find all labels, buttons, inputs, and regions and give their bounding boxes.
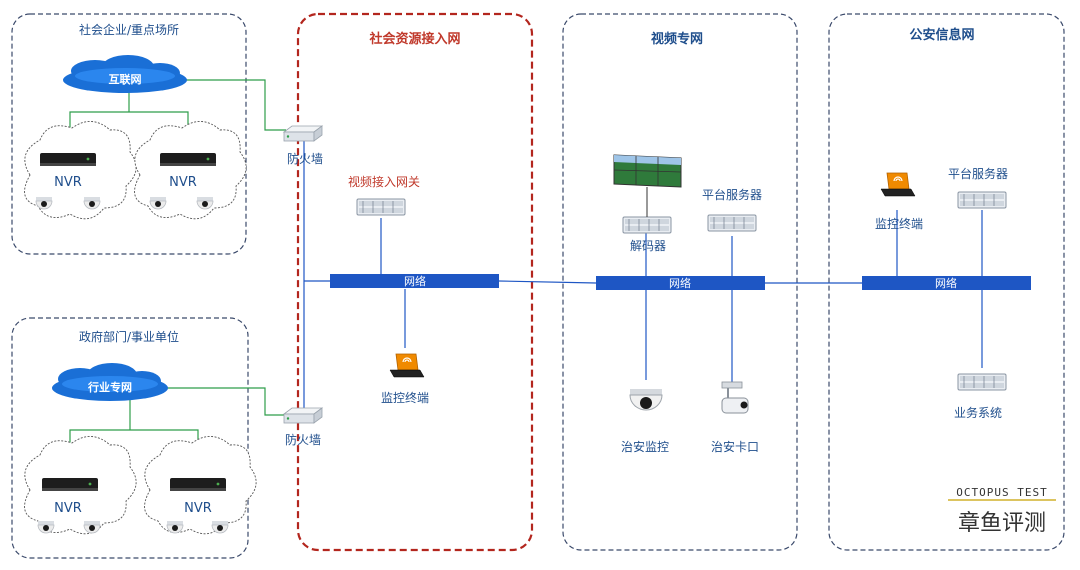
bullet-camera-icon bbox=[721, 381, 749, 414]
dome-camera-icon bbox=[83, 196, 101, 210]
link-internet-firewall bbox=[150, 79, 286, 131]
nvr-label-3: NVR bbox=[54, 501, 82, 516]
laptop-icon bbox=[389, 353, 425, 378]
dome-camera-icon bbox=[83, 520, 101, 534]
zone-government bbox=[11, 317, 249, 559]
firewall-top-label: 防火墙 bbox=[287, 151, 323, 166]
dome-camera-icon bbox=[629, 389, 663, 411]
nvr-cloud-2 bbox=[134, 121, 247, 220]
cloud-internet-label: 互联网 bbox=[109, 72, 142, 86]
watermark-cn: 章鱼评测 bbox=[958, 511, 1046, 536]
decoder-label: 解码器 bbox=[630, 239, 666, 253]
zone-video-title: 视频专网 bbox=[651, 31, 703, 47]
nvr-icon bbox=[40, 153, 96, 166]
firewall-icon bbox=[283, 125, 323, 142]
security-camera-label: 治安监控 bbox=[621, 439, 669, 454]
dome-camera-icon bbox=[35, 196, 53, 210]
checkpoint-camera-label: 治安卡口 bbox=[711, 439, 759, 454]
cloud-industry-label: 行业专网 bbox=[87, 380, 132, 394]
nvr-cloud-1 bbox=[24, 121, 137, 220]
network-bar-social bbox=[330, 274, 499, 288]
laptop-icon bbox=[880, 172, 916, 197]
monitor-terminal-police-label: 监控终端 bbox=[875, 216, 923, 231]
zone-police bbox=[828, 13, 1065, 551]
decoder-icon bbox=[622, 216, 672, 234]
zone-enterprise-title: 社会企业/重点场所 bbox=[79, 22, 179, 37]
nvr-label-1: NVR bbox=[54, 175, 82, 190]
network-police-label: 网络 bbox=[935, 276, 957, 290]
link-industry-firewall bbox=[147, 387, 286, 416]
zone-video bbox=[562, 13, 798, 551]
dome-camera-icon bbox=[196, 196, 214, 210]
blue-links bbox=[303, 140, 983, 410]
server-icon bbox=[707, 214, 757, 232]
dome-camera-icon bbox=[149, 196, 167, 210]
video-wall-icon bbox=[613, 154, 682, 188]
zone-enterprise bbox=[11, 13, 247, 255]
firewall-bottom-label: 防火墙 bbox=[285, 432, 321, 447]
nvr-label-2: NVR bbox=[169, 175, 197, 190]
watermark-en: OCTOPUS TEST bbox=[956, 486, 1047, 499]
network-video-label: 网络 bbox=[669, 276, 691, 290]
cloud-icon bbox=[52, 363, 168, 401]
nvr-icon bbox=[170, 478, 226, 491]
network-bar-police bbox=[862, 276, 1031, 290]
zone-government-title: 政府部门/事业单位 bbox=[79, 329, 179, 344]
nvr-label-4: NVR bbox=[184, 501, 212, 516]
business-system-label: 业务系统 bbox=[954, 405, 1002, 420]
dome-camera-icon bbox=[166, 520, 184, 534]
link-social-video bbox=[498, 280, 597, 284]
cloud-icon bbox=[63, 55, 187, 93]
nvr-icon bbox=[160, 153, 216, 166]
zone-police-title: 公安信息网 bbox=[909, 27, 974, 43]
dome-camera-icon bbox=[37, 520, 55, 534]
server-icon bbox=[957, 191, 1007, 209]
platform-server-video-label: 平台服务器 bbox=[702, 187, 762, 202]
zone-social-access-title: 社会资源接入网 bbox=[368, 31, 460, 47]
server-icon bbox=[957, 373, 1007, 391]
nvr-icon bbox=[42, 478, 98, 491]
network-social-label: 网络 bbox=[404, 274, 426, 288]
monitor-terminal-social-label: 监控终端 bbox=[381, 390, 429, 405]
network-bar-video bbox=[596, 276, 765, 290]
platform-server-police-label: 平台服务器 bbox=[948, 166, 1008, 181]
dome-camera-icon bbox=[211, 520, 229, 534]
server-icon bbox=[356, 198, 406, 216]
firewall-icon bbox=[283, 407, 323, 424]
video-gateway-label: 视频接入网关 bbox=[348, 174, 420, 189]
